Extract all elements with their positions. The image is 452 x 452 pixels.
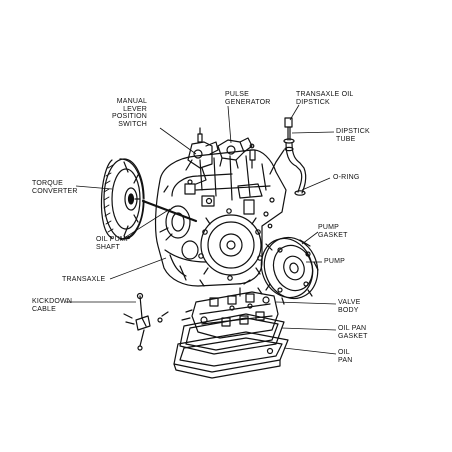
label-line: GASKET [338,332,368,340]
dipstick-tube-drawing [269,117,307,196]
pulse-generator-drawing [217,137,256,169]
oil-pan-drawing [173,331,289,379]
label-oil-pan-gasket: OIL PAN GASKET [338,325,368,340]
label-line: TRANSAXLE [62,276,106,283]
label-oil-pan: OIL PAN [338,349,352,364]
label-line: LEVER [123,105,148,113]
label-line: OIL [338,349,350,356]
label-manual-lever-position-switch: MANUAL LEVER POSITION SWITCH [112,98,147,128]
kickdown-cable-drawing [123,292,169,351]
label-line: SHAFT [96,243,120,251]
label-line: PAN [338,356,353,364]
leader-lines [66,104,337,355]
label-line: PULSE [225,91,249,98]
label-line: GENERATOR [225,98,271,106]
label-line: OIL PAN [338,325,367,332]
label-line: DIPSTICK [296,98,330,106]
label-line: TRANSAXLE OIL [296,91,354,98]
label-line: MANUAL [116,98,148,105]
label-valve-body: VALVE BODY [338,299,361,314]
label-line: SWITCH [118,120,148,128]
label-pulse-generator: PULSE GENERATOR [225,91,271,106]
label-pump-gasket: PUMP GASKET [318,224,348,239]
oil-pan-gasket-drawing [179,313,285,355]
label-transaxle-oil-dipstick: TRANSAXLE OIL DIPSTICK [296,91,353,106]
label-torque-converter: TORQUE CONVERTER [32,180,78,195]
valve-body-drawing [181,287,279,339]
label-line: BODY [338,306,359,314]
label-line: PUMP [324,258,346,265]
label-transaxle: TRANSAXLE [62,276,105,284]
label-line: O-RING [333,174,360,181]
label-line: TORQUE [32,180,64,187]
label-kickdown-cable: KICKDOWN CABLE [32,298,72,313]
label-o-ring: O-RING [333,174,359,182]
label-line: VALVE [338,299,361,306]
label-oil-pump-shaft: OIL PUMP SHAFT [96,236,131,251]
label-line: TUBE [336,135,356,143]
label-line: KICKDOWN [32,298,73,305]
label-line: PUMP [318,224,340,231]
label-line: DIPSTICK [336,128,370,135]
torque-converter-drawing [100,158,145,240]
label-line: CABLE [32,305,56,313]
pump-and-gasket-drawing [260,236,319,305]
label-dipstick-tube: DIPSTICK TUBE [336,128,370,143]
label-line: OIL PUMP [96,236,131,243]
label-pump: PUMP [324,258,345,266]
label-line: CONVERTER [32,187,78,195]
label-line: POSITION [112,113,148,120]
label-line: GASKET [318,231,348,239]
transaxle-case-drawing [154,149,287,287]
manual-lever-position-switch-drawing [185,127,219,185]
